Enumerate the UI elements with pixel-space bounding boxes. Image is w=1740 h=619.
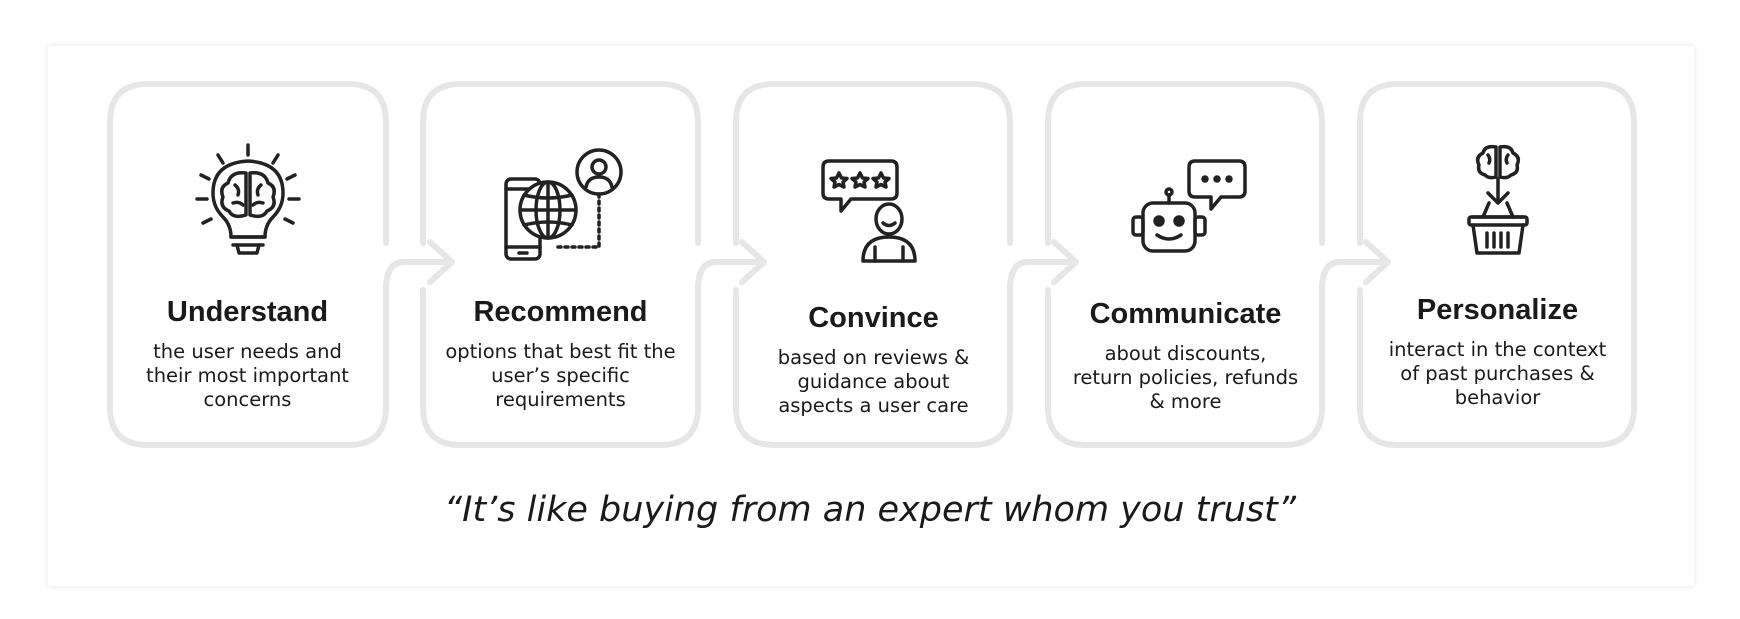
step-title: Convince — [808, 302, 939, 334]
step-title: Understand — [166, 296, 329, 328]
card-outline-1 — [107, 81, 389, 448]
step-description: interact in the context of past purchase… — [1388, 338, 1607, 409]
connector-1 — [383, 259, 453, 293]
step-description: options that best fit the user’s specifi… — [445, 340, 676, 411]
diagram-frame — [48, 46, 1694, 586]
step-convince: Convince based on reviews & guidance abo… — [734, 82, 1013, 447]
step-description: the user needs and their most important … — [146, 340, 349, 411]
globe-phone-user-icon — [421, 137, 700, 267]
step-title: Communicate — [1089, 298, 1282, 330]
step-personalize: Personalize interact in the context of p… — [1358, 82, 1637, 447]
tagline-quote: “It’s like buying from an expert whom yo… — [444, 490, 1296, 530]
arrow-head-1 — [427, 239, 455, 285]
arrow-head-3 — [1051, 239, 1079, 285]
step-description: based on reviews & guidance about aspect… — [777, 346, 970, 417]
connector-4 — [1319, 259, 1389, 293]
step-title: Recommend — [473, 296, 648, 328]
brain-basket-icon — [1358, 137, 1637, 267]
step-recommend: Recommend options that best fit the user… — [421, 82, 700, 447]
step-communicate: Communicate about discounts, return poli… — [1046, 82, 1325, 447]
connector-3 — [1007, 259, 1077, 293]
review-person-icon — [734, 137, 1013, 267]
connector-2 — [695, 259, 765, 293]
arrow-head-2 — [739, 239, 767, 285]
lightbulb-brain-icon — [108, 137, 387, 267]
step-title: Personalize — [1416, 294, 1579, 326]
step-understand: Understand the user needs and their most… — [108, 82, 387, 447]
arrow-head-4 — [1363, 239, 1391, 285]
step-description: about discounts, return policies, refund… — [1072, 342, 1299, 413]
chatbot-icon — [1046, 137, 1325, 267]
